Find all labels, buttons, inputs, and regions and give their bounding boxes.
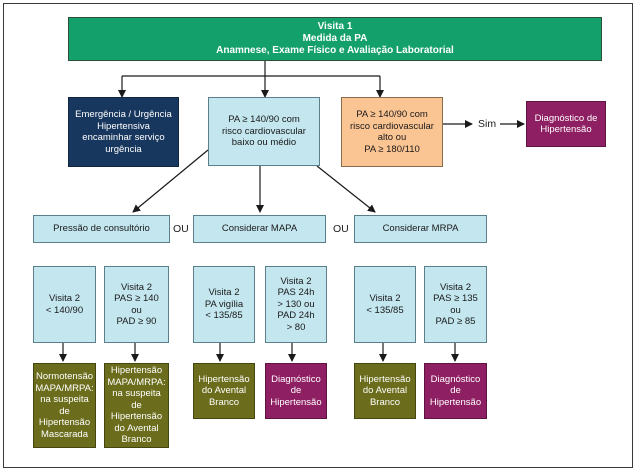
- outcome-mrpa-white-coat-box: Hipertensão do Avental Branco: [354, 363, 416, 419]
- mapa-visit2-high-box: Visita 2 PAS 24h > 130 ou PAD 24h > 80: [265, 266, 327, 343]
- ou-label-2: OU: [333, 223, 349, 235]
- mapa-visit2-normal-box: Visita 2 PA vigília < 135/85: [193, 266, 255, 343]
- low-risk-box: PA ≥ 140/90 com risco cardiovascular bai…: [208, 97, 320, 166]
- diagnosis-top-box: Diagnóstico de Hipertensão: [526, 101, 606, 147]
- outcome-mapa-white-coat-box: Hipertensão do Avental Branco: [193, 363, 255, 419]
- outcome-office-white-coat-box: Hipertensão MAPA/MRPA: na suspeita de Hi…: [104, 363, 169, 448]
- sim-label: Sim: [478, 118, 497, 130]
- outcome-masked-hypertension-box: Normotensão MAPA/MRPA: na suspeita de Hi…: [33, 363, 96, 448]
- outcome-mapa-diagnosis-box: Diagnóstico de Hipertensão: [265, 363, 327, 419]
- mrpa-visit2-normal-box: Visita 2 < 135/85: [354, 266, 416, 343]
- arrow-to-mrpa: [316, 165, 376, 213]
- ou-label-1: OU: [173, 223, 189, 235]
- visit1-box: Visita 1 Medida da PA Anamnese, Exame Fí…: [68, 17, 602, 61]
- emergency-box: Emergência / Urgência Hipertensiva encam…: [68, 97, 179, 167]
- arrow-to-office: [132, 149, 209, 213]
- outcome-mrpa-diagnosis-box: Diagnóstico de Hipertensão: [424, 363, 487, 419]
- office-visit2-normal-box: Visita 2 < 140/90: [33, 266, 96, 343]
- consider-mrpa-box: Considerar MRPA: [354, 215, 487, 243]
- office-pressure-box: Pressão de consultório: [33, 215, 170, 243]
- high-risk-box: PA ≥ 140/90 com risco cardiovascular alt…: [341, 97, 443, 167]
- mrpa-visit2-high-box: Visita 2 PAS ≥ 135 ou PAD ≥ 85: [424, 266, 487, 343]
- office-visit2-high-box: Visita 2 PAS ≥ 140 ou PAD ≥ 90: [104, 266, 169, 343]
- consider-mapa-box: Considerar MAPA: [193, 215, 326, 243]
